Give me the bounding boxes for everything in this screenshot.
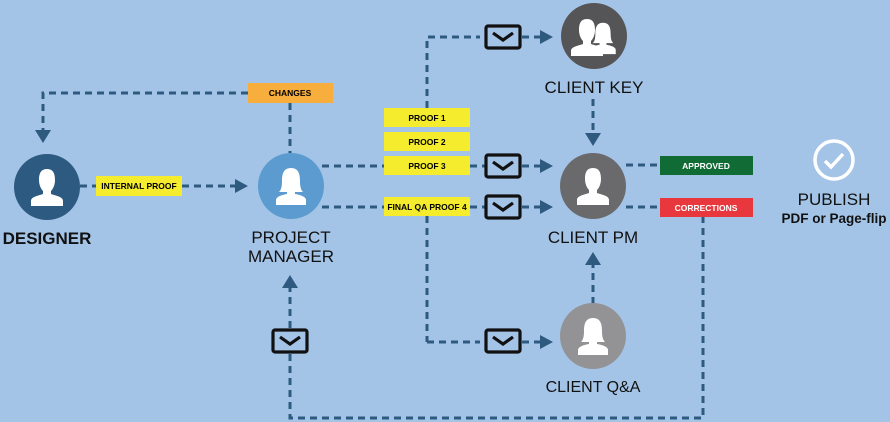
node-client-key: CLIENT KEY xyxy=(545,3,644,97)
client-qa-label: CLIENT Q&A xyxy=(546,379,641,396)
tag-proof-2: PROOF 2 xyxy=(384,132,470,151)
node-designer: DESIGNER xyxy=(3,154,92,248)
tag-internal-proof: INTERNAL PROOF xyxy=(96,176,182,196)
tag-proof-1-text: PROOF 1 xyxy=(408,113,446,123)
connectors xyxy=(35,30,705,420)
tag-changes-text: CHANGES xyxy=(269,88,312,98)
node-client-qa: CLIENT Q&A xyxy=(546,303,641,396)
arrow-to-client-qa xyxy=(540,335,553,349)
check-circle-icon xyxy=(813,139,855,181)
tag-final-qa-proof: FINAL QA PROOF 4 xyxy=(384,197,470,216)
tag-proof-2-text: PROOF 2 xyxy=(408,137,446,147)
arrow-qa-to-pm xyxy=(585,252,601,265)
tag-approved: APPROVED xyxy=(660,156,753,175)
node-client-pm: CLIENT PM xyxy=(548,153,638,247)
arrow-to-client-pm-1 xyxy=(540,159,553,173)
arrow-to-client-pm-2 xyxy=(540,200,553,214)
envelope-icon xyxy=(271,328,309,354)
tag-internal-proof-text: INTERNAL PROOF xyxy=(101,181,176,191)
arrow-to-pm xyxy=(235,179,248,193)
client-key-label: CLIENT KEY xyxy=(545,78,644,97)
envelope-icon xyxy=(484,153,522,179)
publish-sublabel: PDF or Page-flip xyxy=(781,211,886,226)
designer-label: DESIGNER xyxy=(3,229,92,248)
tag-proof-3: PROOF 3 xyxy=(384,156,470,175)
arrow-to-designer xyxy=(35,130,51,143)
envelope-icon xyxy=(484,328,522,354)
arrow-to-client-key xyxy=(540,30,553,44)
tag-final-qa-text: FINAL QA PROOF 4 xyxy=(387,202,467,212)
tag-approved-text: APPROVED xyxy=(682,161,730,171)
tag-corrections: CORRECTIONS xyxy=(660,198,753,217)
tag-corrections-text: CORRECTIONS xyxy=(675,203,738,213)
envelope-icon xyxy=(484,24,522,50)
tag-proof-3-text: PROOF 3 xyxy=(408,161,446,171)
pm-label-line2: MANAGER xyxy=(248,247,334,266)
tag-proof-1: PROOF 1 xyxy=(384,108,470,127)
arrow-key-to-pm xyxy=(585,133,601,146)
tag-changes: CHANGES xyxy=(248,83,333,103)
client-pm-label: CLIENT PM xyxy=(548,228,638,247)
node-publish: PUBLISH PDF or Page-flip xyxy=(781,139,887,226)
pm-label-line1: PROJECT xyxy=(251,228,330,247)
node-project-manager: PROJECT MANAGER xyxy=(248,153,334,266)
envelope-icon xyxy=(484,194,522,220)
publish-label: PUBLISH xyxy=(798,190,871,209)
arrow-corrections-to-pm xyxy=(282,275,298,288)
